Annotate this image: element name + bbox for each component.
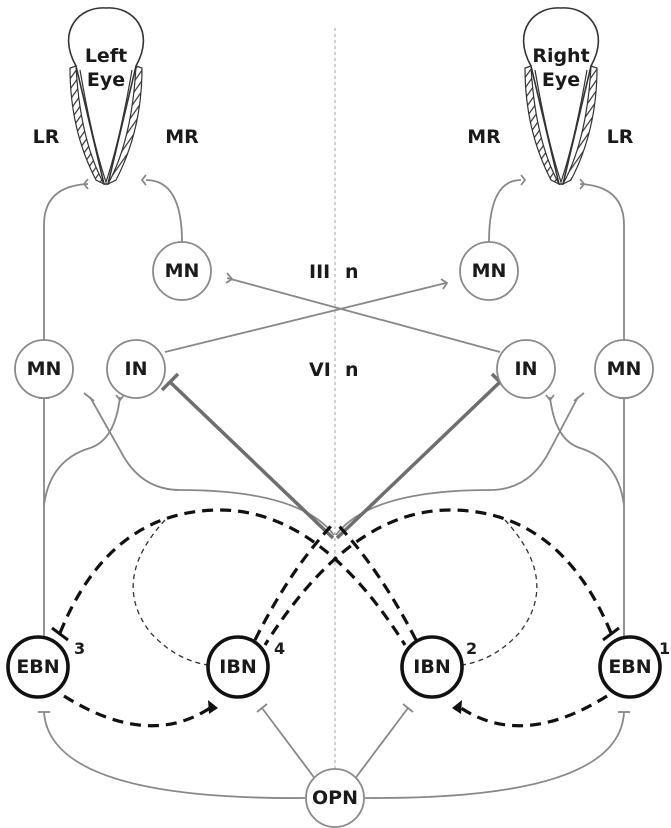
curve-left-ebn-to-mn xyxy=(89,396,335,536)
loop-ibn-right-upper xyxy=(336,523,418,641)
ebn-left-label: EBN xyxy=(16,656,59,678)
terminal-mn-right-curve xyxy=(573,392,585,402)
thin-loop-left xyxy=(132,519,209,666)
in-right-node xyxy=(496,339,556,399)
number-ibn-left: 4 xyxy=(274,639,285,658)
left-lateral-rectus-label: LR xyxy=(33,126,60,148)
terminal-ebn-left-dashed xyxy=(51,626,69,642)
mn-left-lower-node xyxy=(14,339,74,399)
left-medial-rectus-label: MR xyxy=(165,126,199,148)
terminal-to-right-upper-mn xyxy=(440,278,449,290)
ibn-left-label: IBN xyxy=(219,656,256,678)
terminal-left-lr xyxy=(82,178,89,190)
right-medial-rectus-label: MR xyxy=(467,126,501,148)
ebn-right-node xyxy=(598,635,662,699)
terminal-opn-ibn-right xyxy=(402,703,414,713)
right-eye-label-line2: Eye xyxy=(542,69,580,91)
curve-right-ebn-to-mn xyxy=(335,396,579,536)
loop-ibn-left-upper xyxy=(253,523,334,641)
loop-ebn-left-lower xyxy=(63,694,214,728)
terminal-ibn-left-arrow xyxy=(208,700,218,714)
sixth-nucleus-suffix: n xyxy=(345,359,359,381)
opn-to-ebn-left xyxy=(43,711,306,799)
mn-right-upper-node xyxy=(459,241,519,301)
in-left-node xyxy=(106,339,166,399)
mn-to-right-lr xyxy=(579,183,625,340)
terminal-in-right-ebn xyxy=(545,394,555,402)
ebn-right-to-in xyxy=(549,396,625,506)
terminal-left-mr xyxy=(140,174,147,186)
opn-to-ibn-right xyxy=(353,707,409,781)
right-eye xyxy=(522,7,600,186)
ibn-right-label: IBN xyxy=(413,656,450,678)
mn-left-upper-label: MN xyxy=(165,260,200,282)
ibn-to-left-in xyxy=(168,380,335,540)
ibn-right-node xyxy=(400,635,464,699)
mn-left-upper-node xyxy=(152,241,212,301)
in-left-to-right-mn xyxy=(164,282,447,353)
mn-to-right-mr xyxy=(488,179,522,243)
terminal-ebn-right-dashed xyxy=(602,626,620,642)
terminal-in-left-ebn xyxy=(115,394,125,402)
opn-to-ibn-left xyxy=(261,707,317,781)
third-nucleus-roman: III xyxy=(309,261,330,283)
loop-ebn-left-upper xyxy=(58,508,407,646)
left-eye-label-line1: Left xyxy=(85,45,127,67)
opn-label: OPN xyxy=(312,787,358,809)
ebn-right-label: EBN xyxy=(608,656,651,678)
terminal-right-mr xyxy=(520,174,527,186)
terminal-opn-ibn-left xyxy=(256,703,268,713)
left-eye xyxy=(67,7,145,186)
right-eye-label-line1: Right xyxy=(532,45,589,67)
thin-loop-right xyxy=(461,519,538,666)
sixth-nucleus-roman: VI xyxy=(309,359,331,381)
loop-ebn-right-upper xyxy=(263,508,613,646)
opn-node xyxy=(305,768,365,828)
mn-right-lower-node xyxy=(594,339,654,399)
right-lateral-rectus-label: LR xyxy=(607,126,634,148)
third-nucleus-suffix: n xyxy=(345,261,359,283)
loop-ebn-right-lower xyxy=(457,694,608,728)
mn-right-lower-label: MN xyxy=(607,358,642,380)
in-right-label: IN xyxy=(515,358,538,380)
terminal-right-lr xyxy=(579,178,586,190)
left-eye-label-line2: Eye xyxy=(87,69,125,91)
terminal-mn-left-curve xyxy=(83,392,95,402)
mn-to-left-mr xyxy=(145,179,183,243)
number-ebn-left: 3 xyxy=(74,639,85,658)
number-ebn-right: 1 xyxy=(659,639,670,658)
mn-left-lower-label: MN xyxy=(27,358,62,380)
opn-to-ebn-right xyxy=(364,711,625,799)
in-right-to-left-mn xyxy=(226,277,501,353)
mn-right-upper-label: MN xyxy=(472,260,507,282)
in-left-label: IN xyxy=(125,358,148,380)
ebn-left-to-in xyxy=(43,396,121,506)
terminal-ibn-right-arrow xyxy=(452,700,462,714)
ibn-left-node xyxy=(206,635,270,699)
ibn-to-right-in xyxy=(335,380,502,540)
mn-to-left-lr xyxy=(43,183,89,340)
terminal-to-left-upper-mn xyxy=(225,272,234,284)
terminal-thick-left-in xyxy=(160,372,180,392)
number-ibn-right: 2 xyxy=(466,639,477,658)
ebn-left-node xyxy=(6,635,70,699)
